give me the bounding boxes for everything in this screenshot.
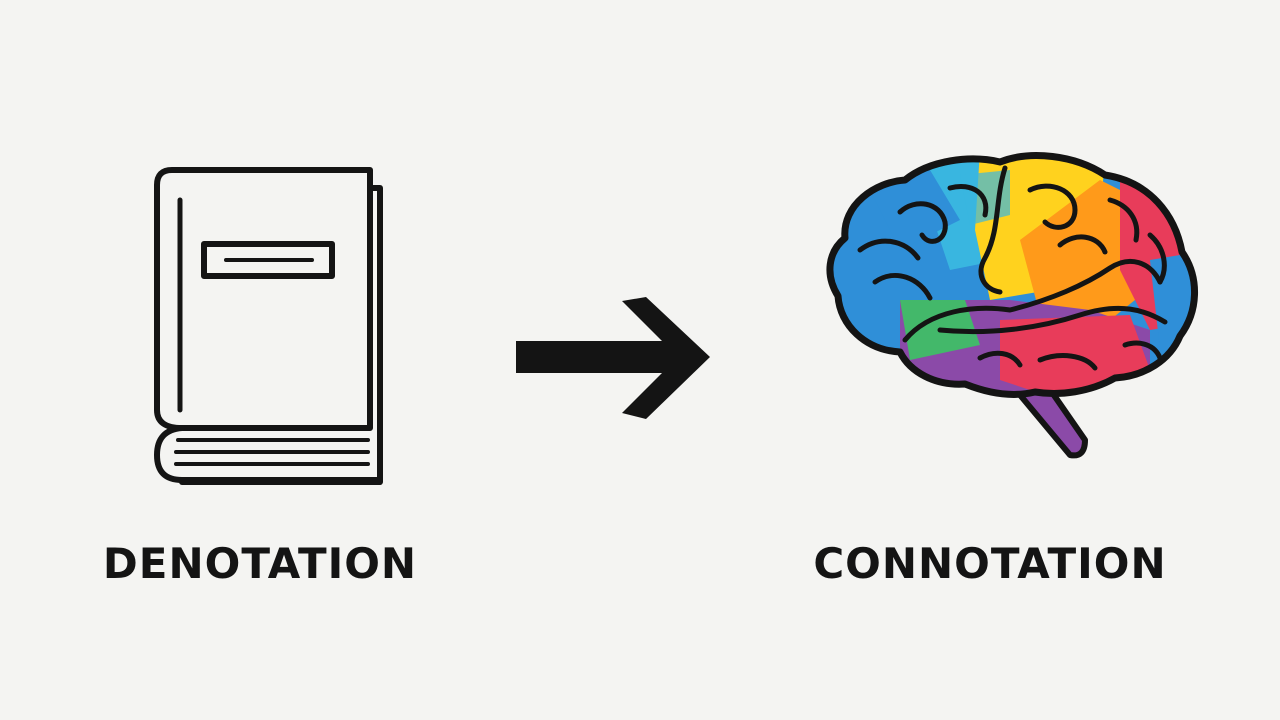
arrow-right-icon [516,297,710,419]
connotation-label: CONNOTATION [813,539,1167,588]
brain-icon [826,152,1198,459]
book-icon [154,167,383,485]
denotation-label: DENOTATION [102,539,418,588]
